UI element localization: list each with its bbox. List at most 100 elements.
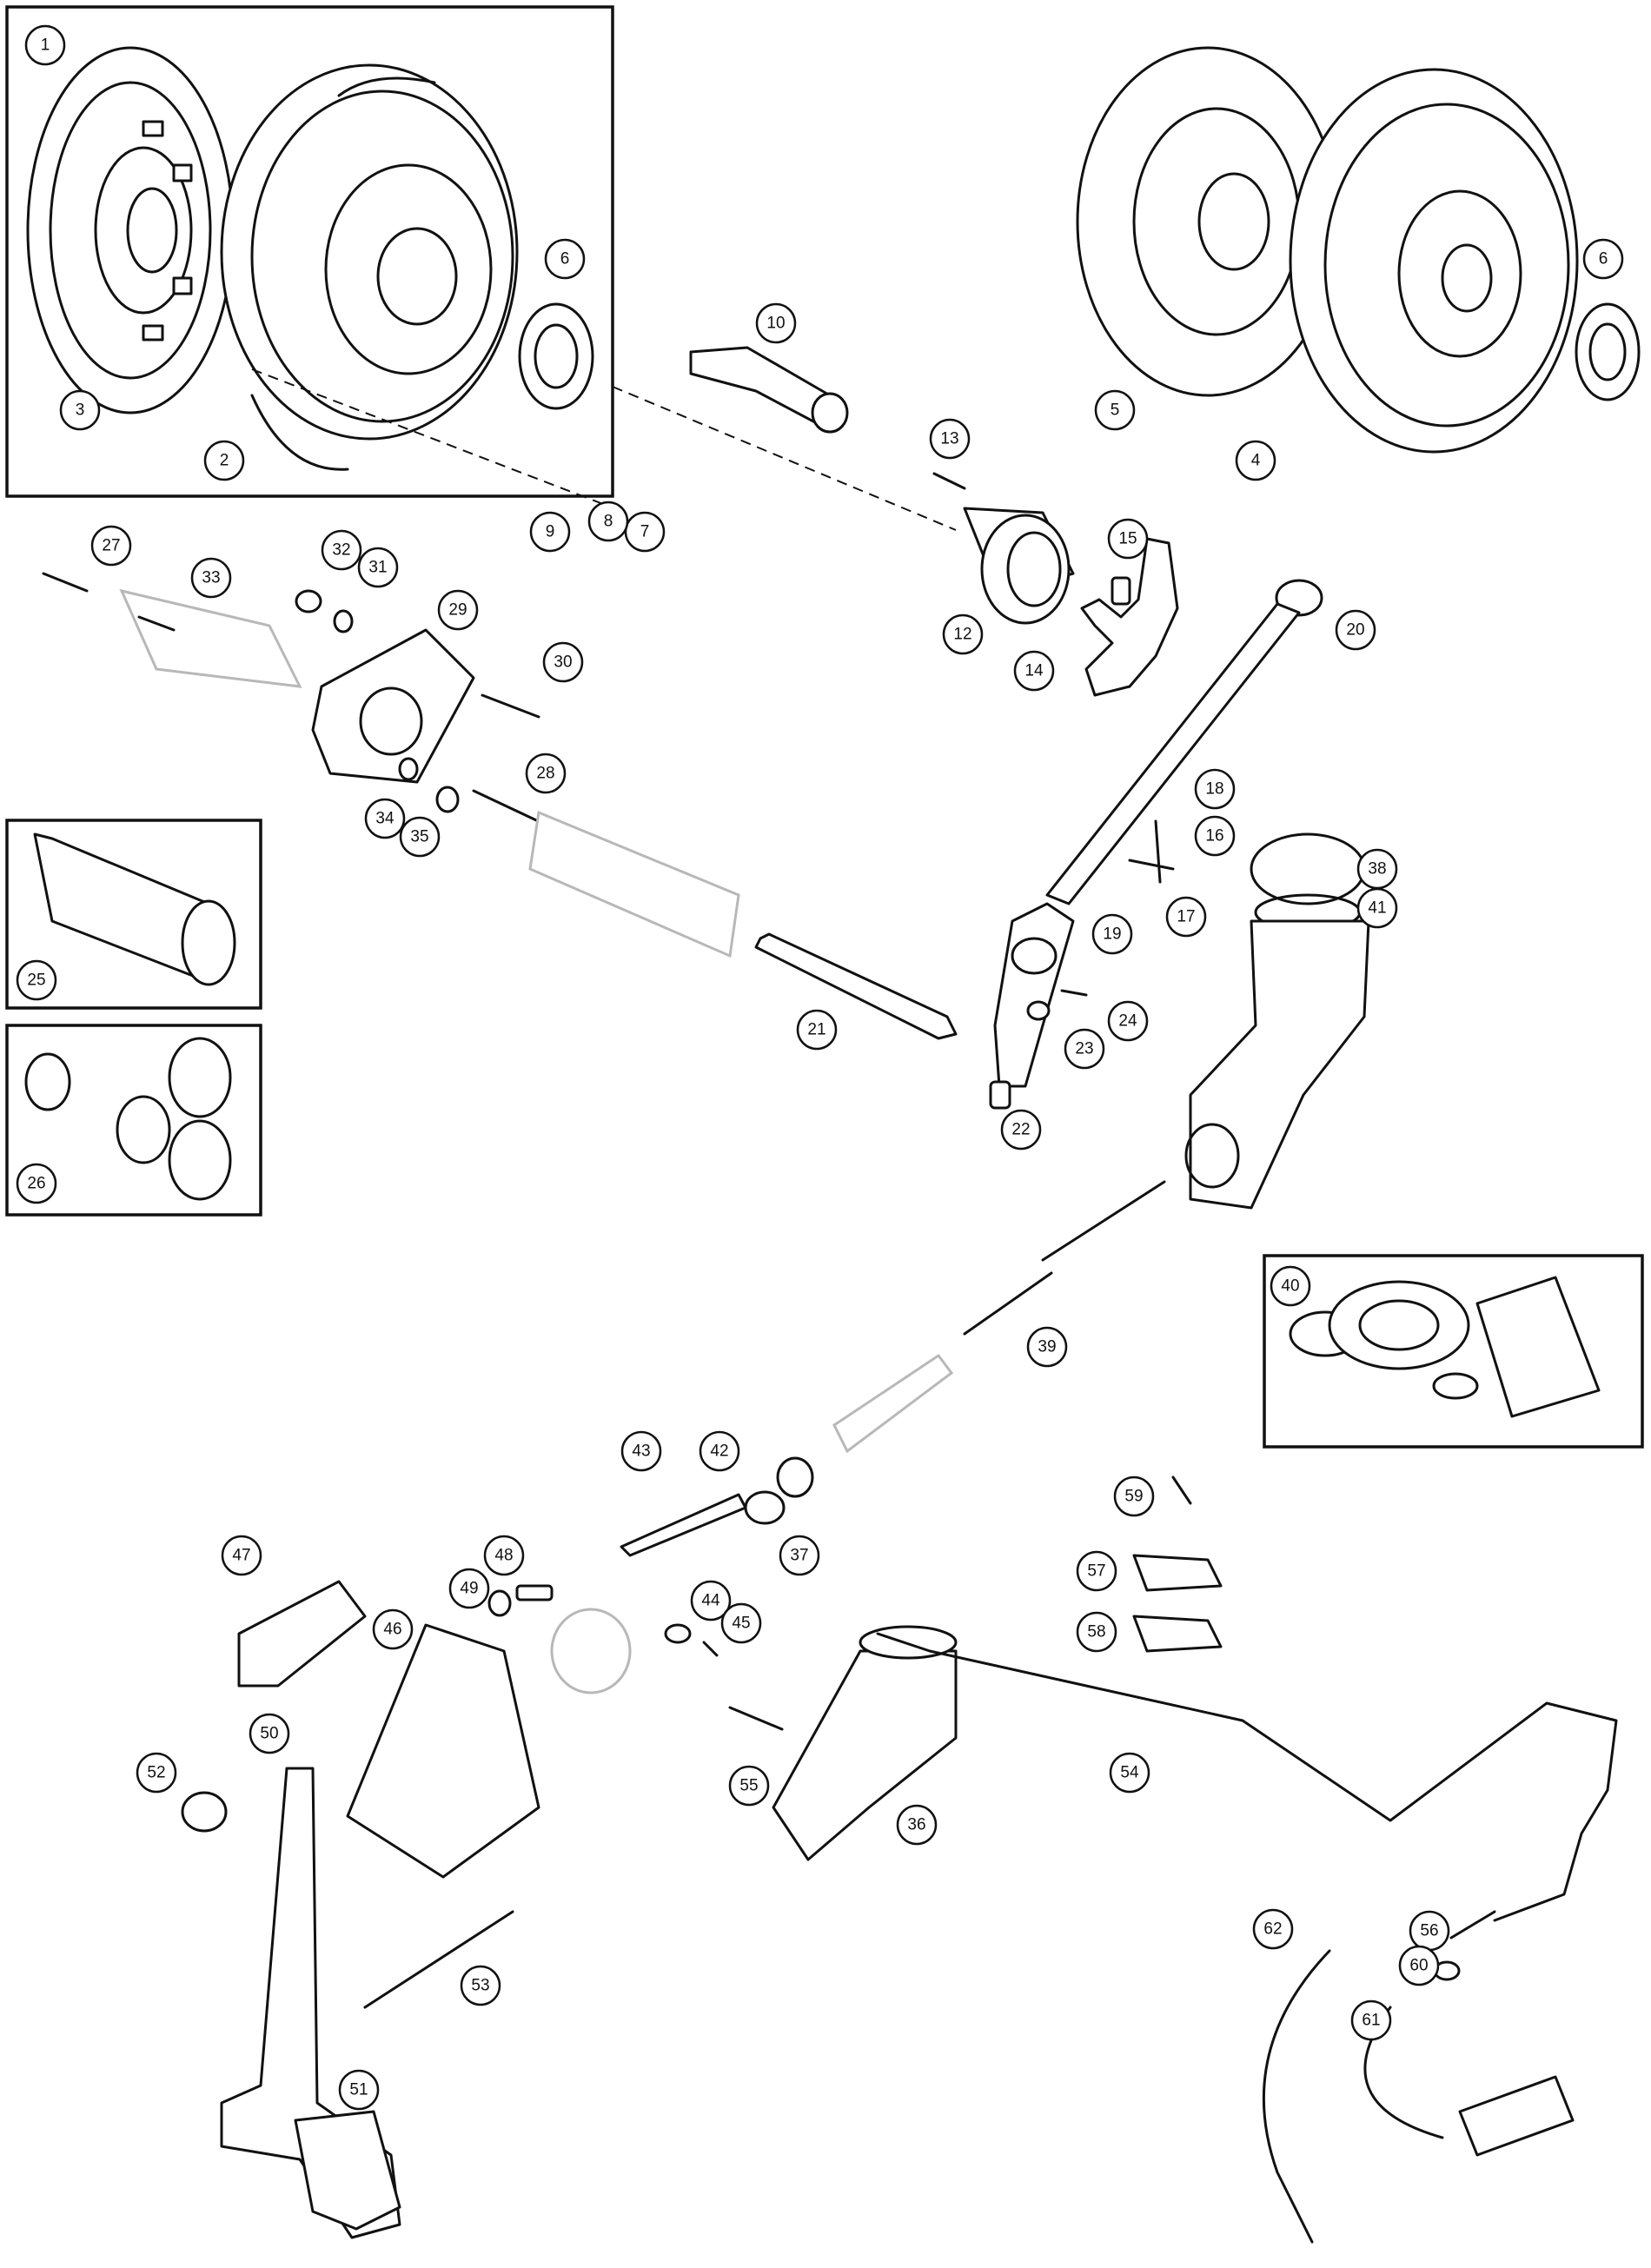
rod-part-21 xyxy=(754,932,958,1040)
callout-circle xyxy=(1235,440,1276,481)
bolt-part-48 xyxy=(515,1584,554,1602)
lever-part-19 xyxy=(993,902,1075,1088)
clutch-cover-part-4 xyxy=(1289,68,1579,454)
callout-circle xyxy=(321,529,362,571)
callout-12: 12 xyxy=(942,613,984,655)
callout-circle xyxy=(357,547,399,588)
callout-circle xyxy=(779,1535,820,1576)
bolt-part-15 xyxy=(1111,576,1131,606)
callout-10: 10 xyxy=(755,302,797,344)
inset-box-repair-kit xyxy=(1263,1254,1644,1449)
key-part-16 xyxy=(1128,819,1175,884)
callout-53: 53 xyxy=(460,1965,501,2006)
callout-circle xyxy=(448,1568,490,1609)
callout-circle xyxy=(1194,768,1236,810)
callout-29: 29 xyxy=(437,589,479,631)
clutch-cover-part-2 xyxy=(220,63,519,471)
callout-13: 13 xyxy=(929,418,971,460)
callout-7: 7 xyxy=(624,511,666,553)
washer-part-31 xyxy=(333,609,354,633)
callout-number: 13 xyxy=(940,430,958,448)
callout-59: 59 xyxy=(1113,1476,1155,1517)
callout-number: 4 xyxy=(1251,452,1261,470)
callout-circle xyxy=(59,389,101,431)
callout-number: 50 xyxy=(260,1725,278,1743)
callout-number: 40 xyxy=(1281,1277,1299,1296)
callout-31: 31 xyxy=(357,547,399,588)
callout-number: 31 xyxy=(368,559,387,577)
callout-57: 57 xyxy=(1076,1550,1117,1592)
callout-circle xyxy=(1107,1000,1149,1042)
callout-1: 1 xyxy=(24,24,66,66)
callout-number: 62 xyxy=(1263,1920,1282,1939)
clip-part-58 xyxy=(1132,1615,1223,1653)
callout-27: 27 xyxy=(90,525,132,567)
reservoir-cap-part-38 xyxy=(1250,832,1366,905)
spring-part-28 xyxy=(472,789,549,827)
callout-number: 6 xyxy=(560,250,570,269)
split-pin-part-24 xyxy=(1060,989,1088,997)
callout-5: 5 xyxy=(1094,389,1136,431)
clip-part-34 xyxy=(398,757,419,781)
callout-number: 6 xyxy=(1599,250,1608,269)
callout-number: 22 xyxy=(1011,1121,1030,1139)
callout-circle xyxy=(587,501,629,542)
callout-circle xyxy=(720,1602,762,1644)
callout-number: 57 xyxy=(1087,1562,1105,1581)
washer-part-37 xyxy=(776,1456,814,1498)
clip-part-57 xyxy=(1132,1554,1223,1592)
callout-circle xyxy=(624,511,666,553)
callout-circle xyxy=(755,302,797,344)
callout-25: 25 xyxy=(16,959,57,1001)
callout-42: 42 xyxy=(699,1430,740,1472)
hose-part-62 xyxy=(1262,1949,1331,2244)
master-cylinder-body xyxy=(1184,919,1370,1210)
release-bearing-part-6 xyxy=(1575,302,1641,401)
callout-number: 2 xyxy=(220,452,229,470)
bush-part-20 xyxy=(1275,579,1323,617)
callout-number: 47 xyxy=(232,1547,250,1565)
washer-part-44 xyxy=(664,1623,692,1644)
callout-number: 8 xyxy=(604,513,613,531)
callout-22: 22 xyxy=(1000,1109,1042,1151)
callout-21: 21 xyxy=(796,1009,838,1051)
callout-52: 52 xyxy=(136,1752,177,1794)
callout-number: 21 xyxy=(807,1021,826,1039)
callout-26: 26 xyxy=(16,1163,57,1204)
callout-circle xyxy=(544,238,586,280)
callout-number: 5 xyxy=(1111,401,1120,420)
slave-cylinder-part-25 xyxy=(33,832,236,986)
seal-kit-part-26 xyxy=(24,1037,232,1201)
callout-15: 15 xyxy=(1107,518,1149,560)
callout-number: 9 xyxy=(546,523,555,541)
callout-2: 2 xyxy=(203,440,245,481)
callout-circle xyxy=(1107,518,1149,560)
callout-number: 36 xyxy=(907,1816,925,1834)
callout-number: 28 xyxy=(536,765,554,783)
callout-number: 19 xyxy=(1103,925,1121,944)
callout-circle xyxy=(690,1580,732,1621)
union-part-56 xyxy=(1449,1910,1496,1940)
callout-48: 48 xyxy=(483,1535,525,1576)
callout-number: 25 xyxy=(27,972,45,990)
callout-circle xyxy=(929,418,971,460)
bolt-part-33 xyxy=(137,615,176,632)
callout-circle xyxy=(1064,1028,1105,1070)
callout-circle xyxy=(249,1713,290,1754)
callout-number: 18 xyxy=(1205,780,1223,799)
callout-number: 58 xyxy=(1087,1623,1105,1641)
thrust-bearing-part-12 xyxy=(963,507,1075,625)
callout-9: 9 xyxy=(529,511,571,553)
callout-number: 56 xyxy=(1420,1922,1438,1940)
callout-number: 55 xyxy=(739,1777,758,1795)
callout-38: 38 xyxy=(1356,848,1398,890)
callout-number: 7 xyxy=(640,523,650,541)
callout-circle xyxy=(364,798,406,839)
callout-number: 34 xyxy=(375,810,395,828)
callout-number: 38 xyxy=(1368,860,1386,879)
callout-circle xyxy=(203,440,245,481)
callout-circle xyxy=(190,557,232,599)
callout-4: 4 xyxy=(1235,440,1276,481)
callout-34: 34 xyxy=(364,798,406,839)
callout-61: 61 xyxy=(1350,1999,1392,2041)
